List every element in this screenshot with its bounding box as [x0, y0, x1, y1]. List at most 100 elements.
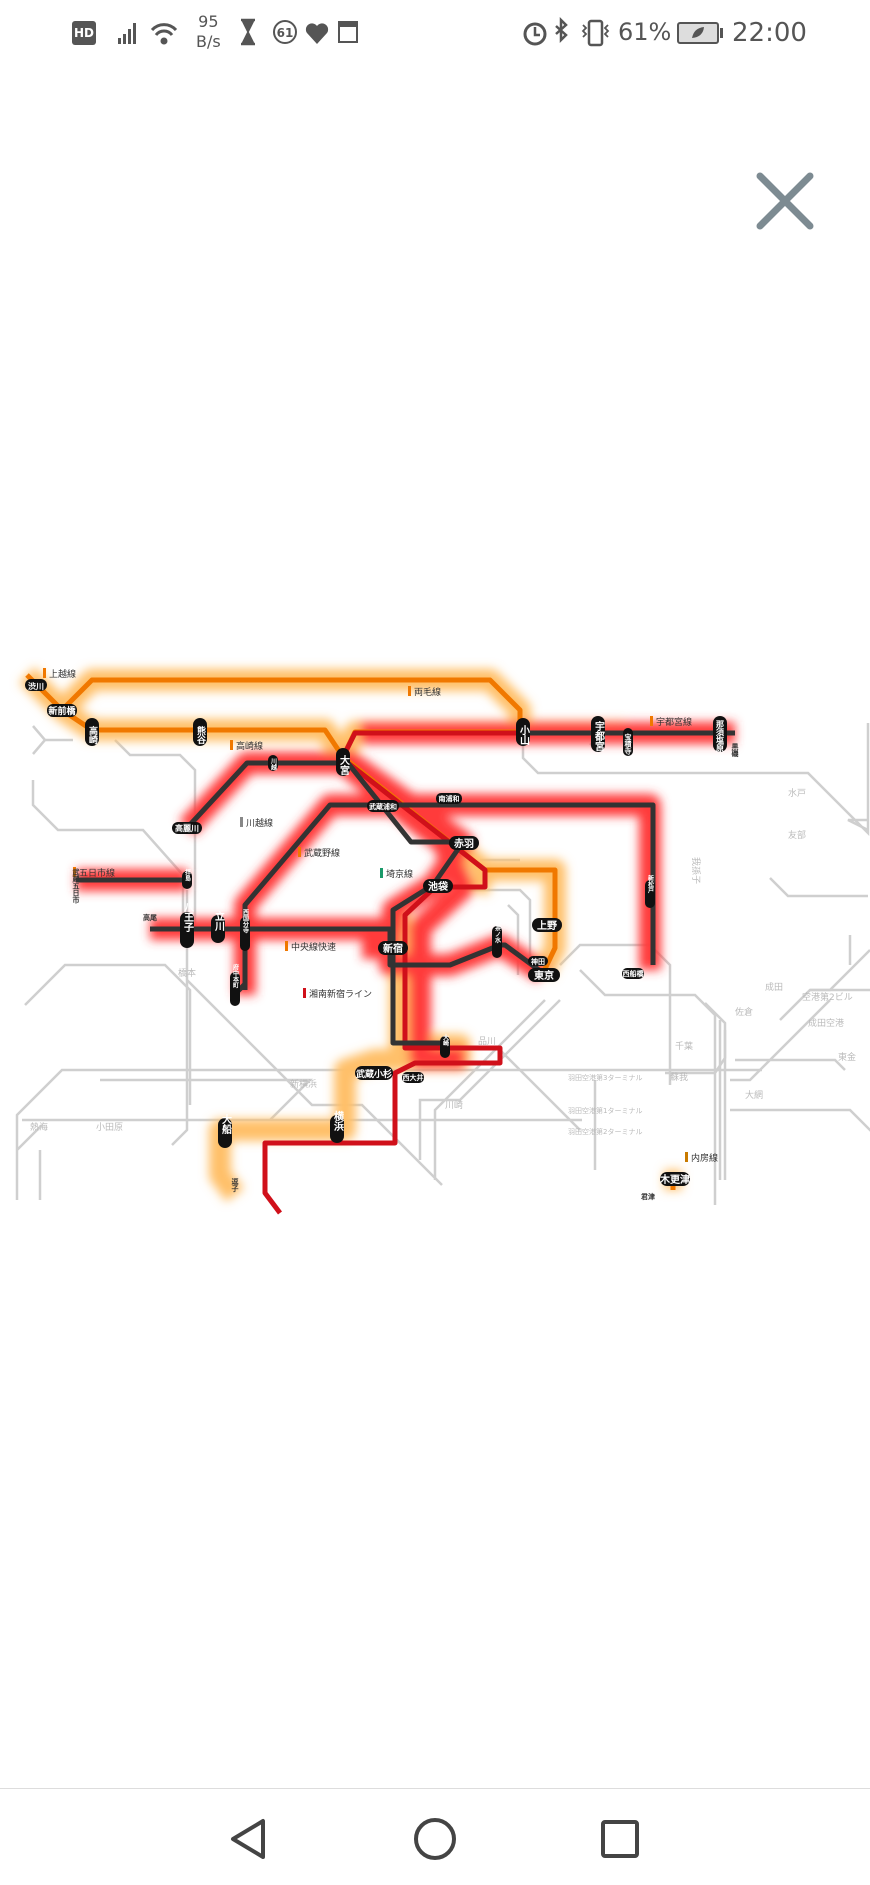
- svg-text:東京: 東京: [534, 969, 554, 982]
- station-ueno: 上野: [532, 918, 562, 932]
- station-atami: 熱海: [30, 1121, 48, 1133]
- svg-text:新前橋: 新前橋: [48, 705, 76, 717]
- station-takasaki: 高崎: [85, 718, 99, 746]
- navigation-bar: [0, 1788, 870, 1885]
- back-icon: [231, 1819, 265, 1859]
- close-icon: [756, 172, 814, 230]
- hourglass-icon: [241, 18, 255, 46]
- station-hoshakuji: 宝積寺: [623, 728, 633, 756]
- station-ochanomizu: 御茶ノ水: [492, 918, 502, 958]
- label-takasaki: 高崎線: [236, 740, 263, 752]
- svg-text:熊谷: 熊谷: [195, 725, 206, 745]
- svg-text:新松戸: 新松戸: [647, 874, 654, 894]
- label-chuo: 中央線快速: [291, 941, 336, 953]
- system-icons: [523, 16, 610, 47]
- svg-text:渋川: 渋川: [28, 681, 44, 691]
- station-kawasaki: 川崎: [445, 1099, 463, 1111]
- alarm-icon: [523, 22, 547, 46]
- station-haijima: 拝島: [182, 868, 192, 889]
- station-komagawa: 高麗川: [172, 822, 202, 834]
- svg-text:武蔵浦和: 武蔵浦和: [369, 802, 397, 811]
- station-zushi: 逗子: [231, 1177, 239, 1193]
- station-yokohama: 横浜: [330, 1110, 344, 1143]
- station-ono: 大網: [745, 1089, 763, 1101]
- back-button[interactable]: [219, 1809, 279, 1869]
- close-button[interactable]: [752, 168, 818, 234]
- svg-text:逗子: 逗子: [231, 1177, 239, 1193]
- wifi-icon: [150, 23, 178, 45]
- svg-text:赤羽: 赤羽: [454, 837, 474, 850]
- battery-percent: 61%: [618, 18, 672, 46]
- line-labels: 上越線 両毛線 高崎線 宇都宮線 川越線 武蔵野線 埼京線 五日市線 中央線快速…: [43, 668, 718, 1164]
- station-takao: 高尾: [143, 913, 157, 922]
- station-nasushiobara: 那須塩原: [713, 716, 727, 753]
- notification-icons: 61: [241, 18, 358, 46]
- station-toke: 東金: [838, 1051, 856, 1063]
- svg-text:黒磯: 黒磯: [731, 742, 739, 758]
- station-haneda1: 羽田空港第1ターミナル: [568, 1106, 642, 1115]
- station-mito: 水戸: [788, 787, 806, 799]
- svg-text:神田: 神田: [531, 957, 545, 966]
- station-musashiurawa: 武蔵浦和: [367, 800, 399, 812]
- svg-text:南浦和: 南浦和: [439, 794, 460, 803]
- svg-text:府中本町: 府中本町: [232, 963, 239, 989]
- net-speed-value: 95: [198, 12, 219, 31]
- battery-icon: [677, 22, 723, 44]
- label-musashino: 武蔵野線: [304, 847, 340, 859]
- svg-text:八王子: 八王子: [182, 902, 195, 933]
- heart-icon: [305, 23, 329, 44]
- svg-text:武蔵五日市: 武蔵五日市: [72, 868, 81, 905]
- label-utsunomiya: 宇都宮線: [656, 716, 692, 728]
- station-kuroiso: 黒磯: [731, 742, 739, 758]
- station-odawara: 小田原: [96, 1122, 123, 1133]
- station-airport2: 空港第2ビル: [802, 991, 853, 1003]
- station-chiba: 千葉: [675, 1040, 693, 1052]
- label-saikyo: 埼京線: [386, 868, 413, 880]
- svg-text:木更津: 木更津: [659, 1173, 690, 1186]
- station-narita: 成田: [765, 981, 783, 993]
- net-speed-unit: B/s: [196, 32, 221, 51]
- station-shinagawa: 品川: [478, 1036, 496, 1047]
- station-kanda: 神田: [528, 956, 548, 966]
- svg-text:大崎: 大崎: [442, 1033, 449, 1047]
- station-haneda3: 羽田空港第3ターミナル: [568, 1073, 642, 1082]
- svg-text:君津: 君津: [641, 1192, 655, 1201]
- station-nishifunabashi: 西船橋: [622, 968, 644, 979]
- station-ofuna: 大船: [218, 1113, 232, 1148]
- recents-icon: [601, 1820, 639, 1858]
- hd-badge: HD: [72, 21, 96, 45]
- vibrate-icon: [587, 19, 604, 47]
- label-itsukaichi: 五日市線: [79, 867, 115, 879]
- station-osaki: 大崎: [440, 1033, 450, 1058]
- svg-text:御茶ノ水: 御茶ノ水: [494, 918, 502, 944]
- label-kawagoe: 川越線: [246, 817, 273, 829]
- station-omiya: 大宮: [336, 748, 350, 776]
- station-shibukawa: 渋川: [25, 679, 47, 691]
- station-nishioi: 西大井: [402, 1072, 424, 1083]
- station-tomobe: 友部: [788, 829, 806, 841]
- label-ryomo: 両毛線: [414, 686, 441, 698]
- svg-text:高麗川: 高麗川: [175, 823, 199, 833]
- line-kawagoe: [185, 760, 343, 830]
- station-shinyokohama: 新横浜: [290, 1078, 317, 1090]
- svg-text:立川: 立川: [213, 910, 226, 932]
- station-musashiitsukaichi: 武蔵五日市: [72, 868, 81, 905]
- svg-text:川越: 川越: [270, 758, 278, 771]
- line-shonan-shinjuku: [262, 730, 525, 1215]
- bluetooth-icon: [555, 16, 568, 44]
- recents-button[interactable]: [590, 1809, 650, 1869]
- svg-text:武蔵小杉: 武蔵小杉: [356, 1068, 392, 1080]
- home-button[interactable]: [405, 1809, 465, 1869]
- inactive-station-labels: 水戸 友部 我孫子 千葉 蘇我 成田 佐倉 空港第2ビル 成田空港 品川 川崎 …: [30, 787, 856, 1136]
- label-uchibo: 内房線: [691, 1152, 718, 1164]
- home-icon: [414, 1818, 456, 1860]
- rail-network-map[interactable]: 水戸 友部 我孫子 千葉 蘇我 成田 佐倉 空港第2ビル 成田空港 品川 川崎 …: [0, 640, 870, 1220]
- station-minamiurawa: 南浦和: [436, 793, 462, 804]
- station-nishikokubunji: 西国分寺: [240, 908, 250, 951]
- station-akabane: 赤羽: [449, 836, 479, 850]
- active-lines: [76, 730, 735, 1046]
- label-joetsu: 上越線: [49, 668, 76, 680]
- signal-wifi-icons: [118, 23, 178, 45]
- station-abiko: 我孫子: [690, 857, 702, 884]
